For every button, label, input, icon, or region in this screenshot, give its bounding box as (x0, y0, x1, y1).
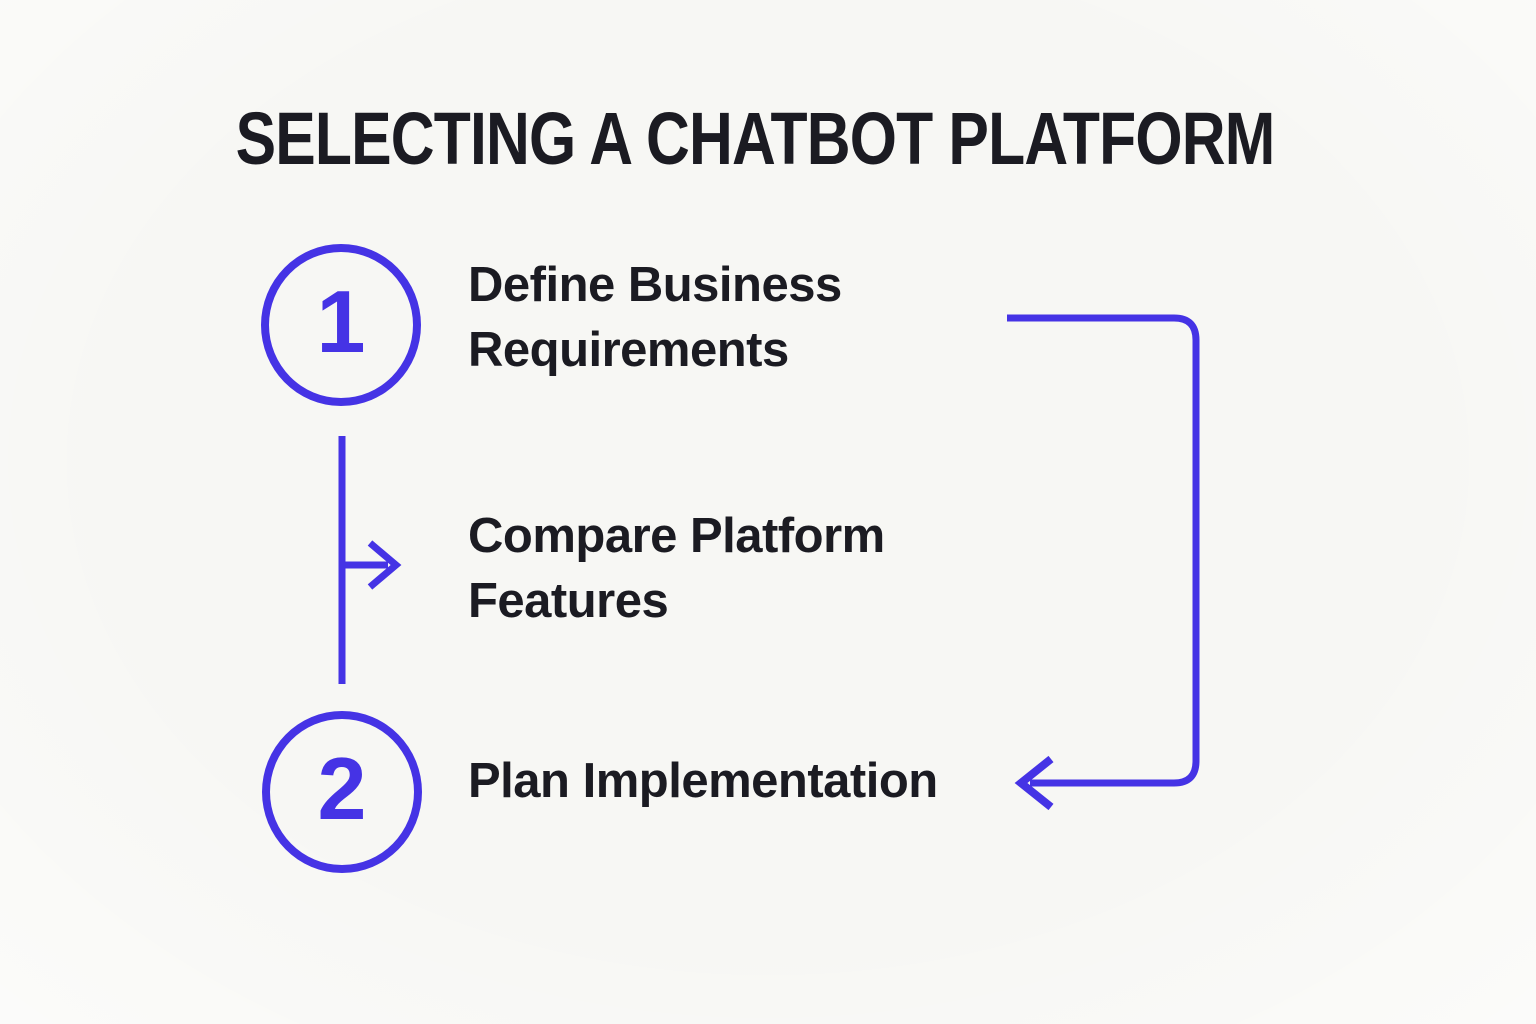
page-title: SELECTING A CHATBOT PLATFORM (235, 97, 1276, 180)
step-3-label-line-1: Plan Implementation (468, 754, 938, 808)
branch-right-arrow-icon (345, 540, 402, 590)
loop-left-arrow-icon (1007, 314, 1200, 811)
step-2-label-line-2: Features (468, 574, 669, 628)
step-2-number: 2 (317, 739, 367, 838)
step-1-label: Define Business Requirements (468, 253, 842, 383)
step-1-number: 1 (316, 272, 366, 371)
step-1-label-line-1: Define Business (468, 258, 842, 312)
step-1-badge: 1 (261, 244, 421, 406)
step-3-label: Plan Implementation (468, 749, 938, 814)
step-2-label-line-1: Compare Platform (468, 509, 885, 563)
step-2-badge: 2 (262, 711, 422, 873)
step-2-label: Compare Platform Features (468, 504, 885, 634)
step-1-label-line-2: Requirements (468, 323, 789, 377)
